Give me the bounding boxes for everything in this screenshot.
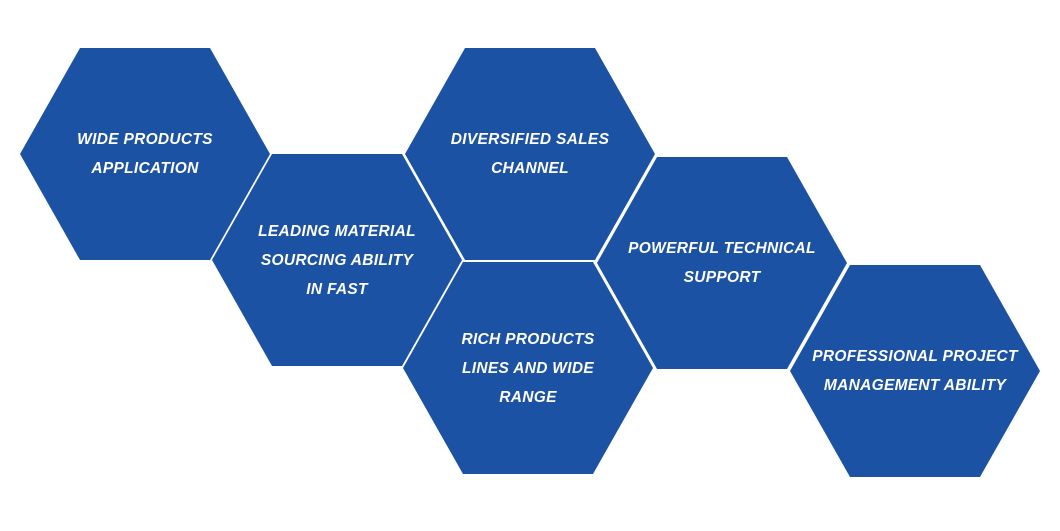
hexagon-label-line: WIDE PRODUCTS [77, 131, 213, 148]
hexagon-label-line: APPLICATION [91, 160, 199, 177]
hexagon-diversified-sales-channel: DIVERSIFIED SALES CHANNEL [405, 48, 655, 260]
hexagon-label-line: SOURCING ABILITY [260, 251, 414, 269]
hexagon-label-line: RANGE [499, 388, 557, 406]
hexagon-label-line: LEADING MATERIAL [258, 222, 416, 240]
hexagon-label-line: IN FAST [306, 280, 368, 298]
hexagon-label-line: RICH PRODUCTS [461, 330, 595, 348]
hexagon-label-line: MANAGEMENT ABILITY [823, 377, 1007, 394]
hexagon-label-line: LINES AND WIDE [462, 359, 594, 377]
hexagon-professional-project-management: PROFESSIONAL PROJECT MANAGEMENT ABILITY [790, 265, 1040, 477]
hexagon-label: LEADING MATERIAL SOURCING ABILITY IN FAS… [227, 217, 447, 304]
hexagon-label-line: PROFESSIONAL PROJECT [812, 348, 1018, 365]
hexagon-powerful-technical-support: POWERFUL TECHNICAL SUPPORT [597, 157, 847, 369]
hexagon-label: DIVERSIFIED SALES CHANNEL [420, 125, 640, 183]
hexagon-label: POWERFUL TECHNICAL SUPPORT [612, 234, 832, 292]
hexagon-wide-products-application: WIDE PRODUCTS APPLICATION [20, 48, 270, 260]
hexagon-label: PROFESSIONAL PROJECT MANAGEMENT ABILITY [805, 342, 1025, 400]
hexagon-rich-products-lines: RICH PRODUCTS LINES AND WIDE RANGE [403, 262, 653, 474]
hexagon-label-line: CHANNEL [491, 160, 569, 177]
hexagon-label-line: POWERFUL TECHNICAL [628, 240, 816, 257]
hexagon-label: RICH PRODUCTS LINES AND WIDE RANGE [418, 325, 638, 412]
hexagon-label: WIDE PRODUCTS APPLICATION [35, 125, 255, 183]
hexagon-label-line: DIVERSIFIED SALES [450, 131, 610, 148]
hexagon-leading-material-sourcing: LEADING MATERIAL SOURCING ABILITY IN FAS… [212, 154, 462, 366]
hexagon-label-line: SUPPORT [683, 269, 761, 286]
